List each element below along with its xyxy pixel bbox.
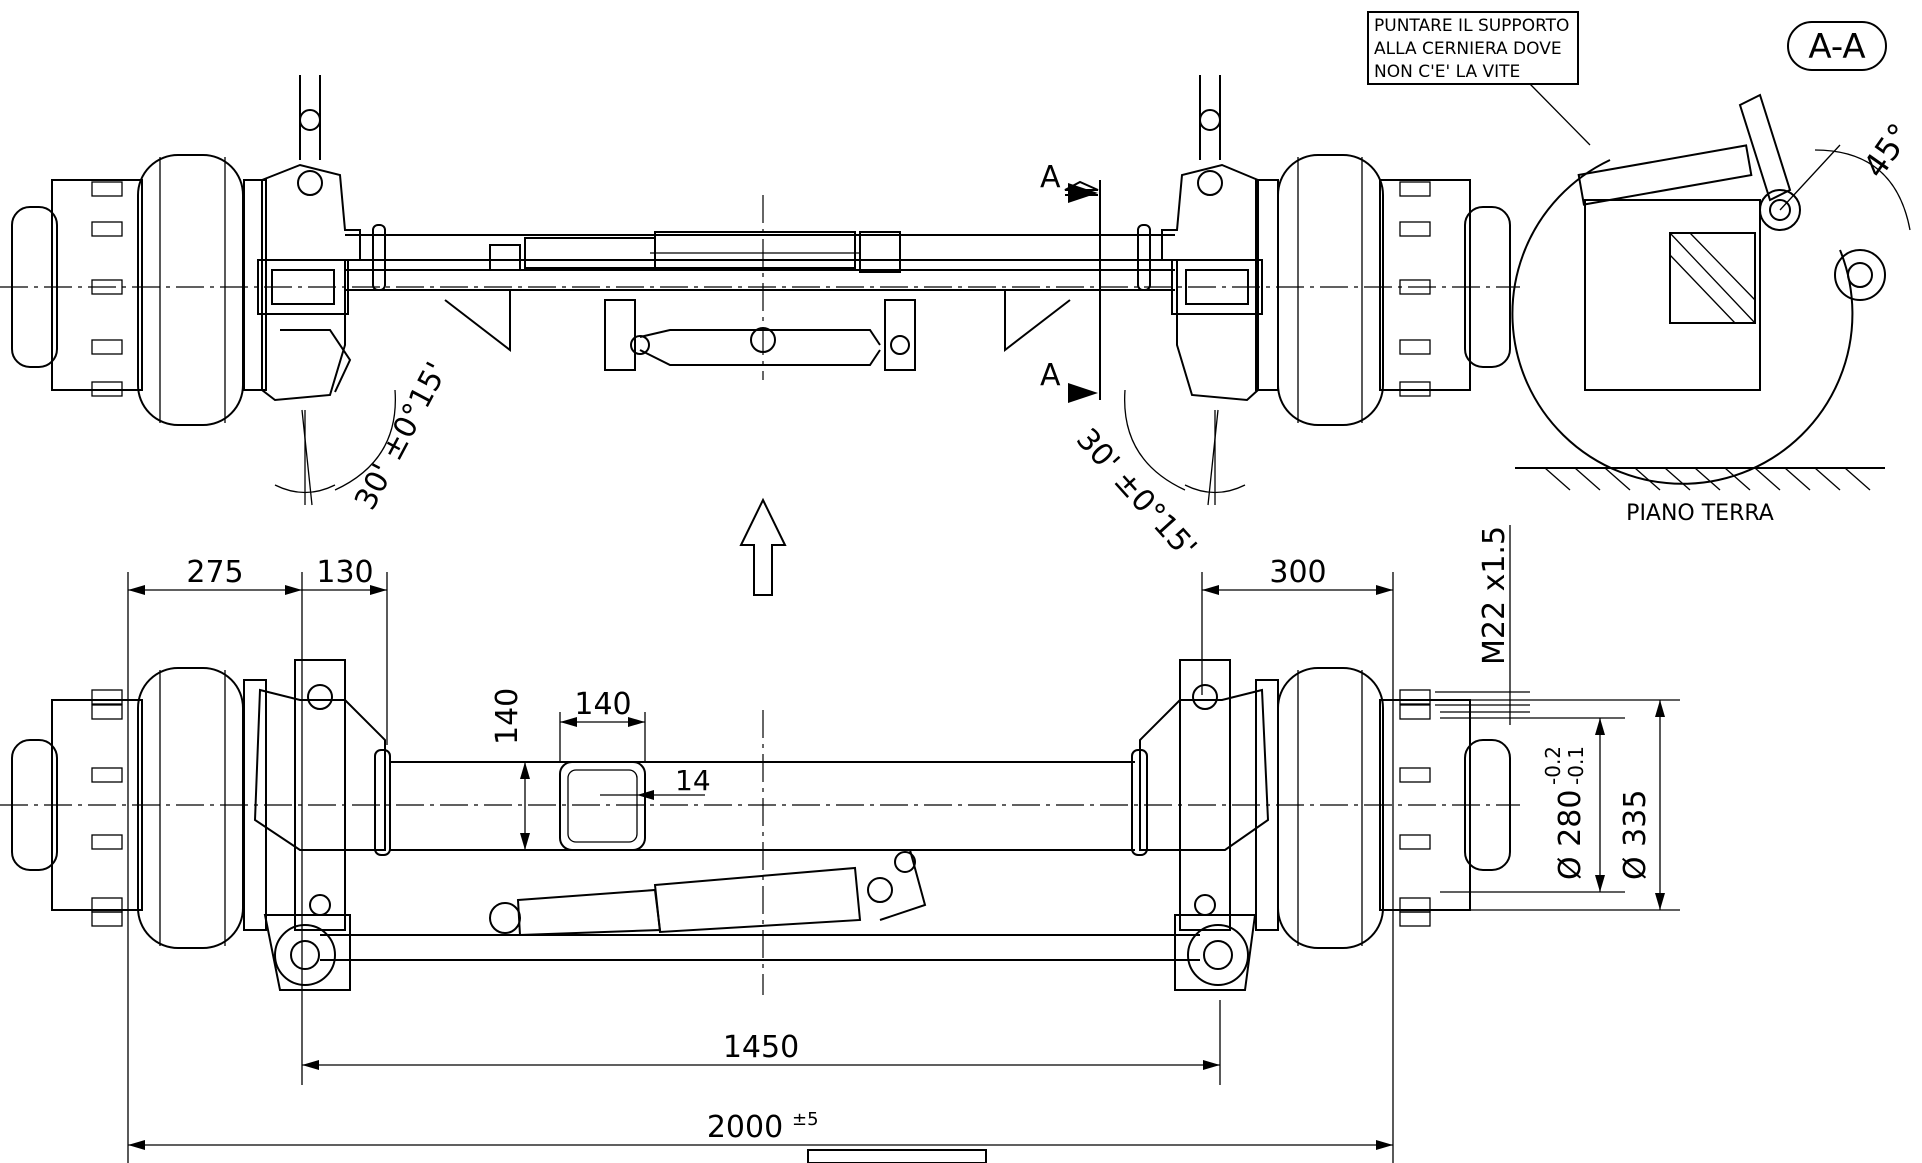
- section-angle-label: 45°: [1855, 116, 1919, 184]
- dim-300: 300: [1269, 555, 1326, 590]
- ground-label: PIANO TERRA: [1626, 501, 1774, 526]
- shock-absorber-front: [489, 849, 927, 937]
- camber-angle-left: 30' ±0°15': [274, 357, 455, 516]
- camber-angle-right: 30' ±0°15': [1069, 389, 1246, 566]
- dim-thread: M22 x1.5: [1477, 526, 1512, 665]
- dim-2000-tol: ±5: [792, 1109, 819, 1130]
- dim-130: 130: [316, 555, 373, 590]
- dim-diameter: Ø 335: [1618, 790, 1653, 880]
- title-box-edge: [807, 1149, 987, 1163]
- dim-1450: 1450: [723, 1030, 799, 1065]
- right-hub-front: [1255, 667, 1511, 949]
- ground-hatch: [1544, 467, 1871, 491]
- section-marker-a-upper: A: [1040, 160, 1061, 195]
- direction-arrow: [739, 497, 787, 596]
- section-line-a: A A: [1040, 160, 1101, 403]
- camber-angle-left-label: 30' ±0°15': [348, 357, 455, 516]
- left-hub-front: [11, 667, 267, 949]
- top-view: A A 30' ±0°15' 30' ±0°15': [0, 75, 1520, 565]
- dim-14: 14: [675, 764, 711, 797]
- axle-beam-front: [390, 749, 1148, 856]
- dim-pcd-tol-lower: -0.1: [1564, 746, 1588, 785]
- dim-pcd: Ø 280: [1553, 790, 1588, 880]
- dim-275: 275: [186, 555, 243, 590]
- dim-140-horizontal: 140: [574, 687, 631, 722]
- section-view-a-a: PUNTARE IL SUPPORTO ALLA CERNIERA DOVE N…: [1367, 11, 1919, 526]
- dim-pcd-tol-upper: -0.2: [1541, 746, 1565, 785]
- shock-absorber-top: [489, 231, 901, 273]
- right-hub-top: [1255, 154, 1511, 426]
- tie-rod-top: [604, 299, 916, 371]
- left-knuckle-front: [253, 659, 391, 931]
- right-knuckle-front: [1139, 659, 1270, 931]
- front-view: [0, 659, 1520, 995]
- note-line-2: ALLA CERNIERA DOVE: [1374, 39, 1562, 59]
- right-bracket-top: [1161, 75, 1263, 402]
- axle-beam-top: [345, 224, 1175, 353]
- note-line-3: NON C'E' LA VITE: [1374, 62, 1520, 82]
- dim-2000: 2000: [707, 1110, 783, 1145]
- camber-angle-right-label: 30' ±0°15': [1069, 422, 1203, 566]
- left-bracket-top: [257, 75, 361, 402]
- section-marker-a-lower: A: [1040, 358, 1061, 393]
- left-hub-top: [11, 154, 267, 426]
- beam-cross-section: [559, 761, 646, 851]
- dimensions: 275 130 300 140 140 14 M22 x1.5: [127, 525, 1680, 1163]
- section-view-title: A-A: [1808, 27, 1865, 67]
- note-line-1: PUNTARE IL SUPPORTO: [1374, 16, 1569, 36]
- tie-rod-front: [263, 914, 1257, 991]
- dim-140-vertical: 140: [490, 688, 525, 745]
